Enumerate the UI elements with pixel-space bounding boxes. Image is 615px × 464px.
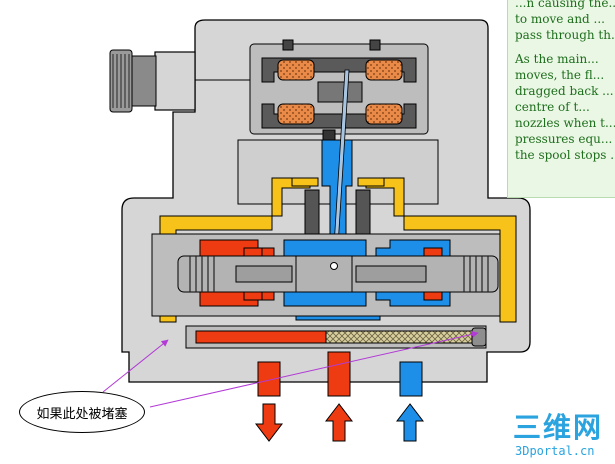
filter-screen: [185, 325, 487, 349]
connector-plug-icon: [109, 49, 262, 113]
blockage-callout: 如果此处被堵塞: [19, 391, 145, 433]
note-line: the spool stops ...: [515, 148, 615, 162]
note-line: pressures equ...: [515, 132, 613, 146]
watermark-url: 3Dportal.cn: [515, 444, 595, 458]
callout-leader-line: [149, 330, 479, 408]
arrow-up-icon: [324, 403, 354, 442]
note-line: dragged back ...: [515, 84, 614, 98]
note-line: centre of t...: [515, 100, 590, 114]
note-line: ...n causing the...: [515, 0, 615, 10]
note-line: to move and ...: [515, 12, 605, 26]
main-spool: [177, 255, 499, 293]
note-paragraph-2: As the main... moves, the fl... dragged …: [508, 51, 615, 163]
note-line: pass through th...: [515, 28, 615, 42]
explanation-text-box: ...n causing the... to move and ... pass…: [507, 0, 615, 198]
site-watermark: 三维网 3Dportal.cn: [513, 410, 613, 462]
pilot-pressure-passages: [159, 177, 517, 323]
note-line: nozzles when t...: [515, 116, 615, 130]
note-line: As the main...: [515, 52, 599, 66]
callout-leader-line: [102, 339, 169, 393]
callout-text: 如果此处被堵塞: [36, 406, 128, 422]
torque-motor: [249, 39, 429, 141]
note-line: moves, the fl...: [515, 68, 605, 82]
watermark-brand: 三维网: [513, 411, 604, 444]
arrow-down-icon: [254, 403, 284, 442]
arrow-up-icon: [395, 403, 425, 442]
note-paragraph-1: ...n causing the... to move and ... pass…: [508, 0, 615, 43]
